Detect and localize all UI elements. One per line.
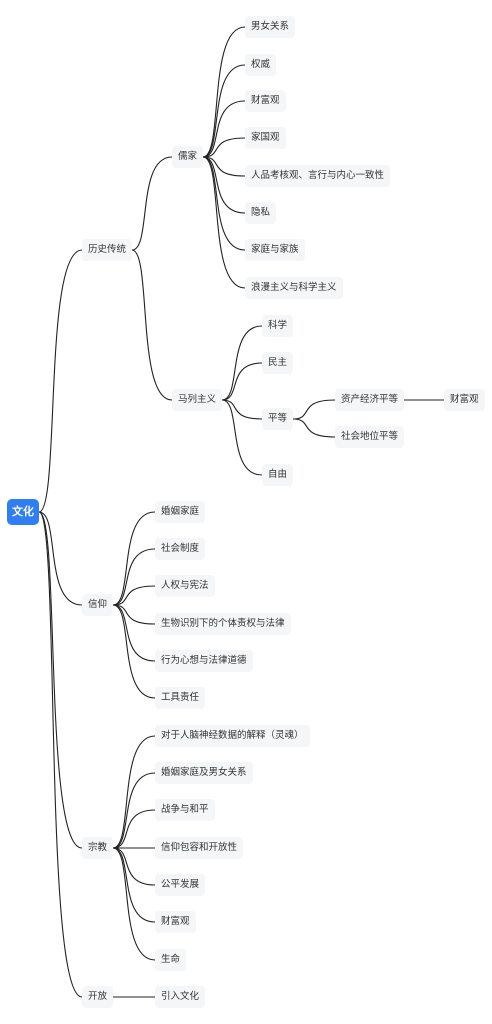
node-brain-data-interpretation[interactable]: 对于人脑神经数据的解释（灵魂） xyxy=(155,725,310,747)
node-asset-economic-equality[interactable]: 资产经济平等 xyxy=(335,389,405,411)
connector-line xyxy=(202,156,246,177)
node-marriage-family[interactable]: 婚姻家庭 xyxy=(155,501,206,523)
connector-line xyxy=(112,809,156,849)
node-wealth-view[interactable]: 财富观 xyxy=(245,90,286,112)
node-marxism-leninism[interactable]: 马列主义 xyxy=(172,389,223,411)
connector-line xyxy=(221,362,263,401)
connector-line xyxy=(38,511,83,606)
node-war-peace[interactable]: 战争与和平 xyxy=(155,799,215,821)
connector-line xyxy=(131,249,173,401)
connector-line xyxy=(38,511,83,849)
node-freedom[interactable]: 自由 xyxy=(262,464,294,486)
connector-line xyxy=(202,137,246,158)
node-behavior-thought-law-morality[interactable]: 行为心想与法律道德 xyxy=(155,650,253,672)
node-openness[interactable]: 开放 xyxy=(82,986,114,1008)
connector-line xyxy=(112,847,156,886)
node-authority[interactable]: 权威 xyxy=(245,54,277,76)
connector-line xyxy=(202,100,246,158)
node-religion[interactable]: 宗教 xyxy=(82,837,114,859)
node-wealth-view-3[interactable]: 财富观 xyxy=(155,911,196,933)
node-life[interactable]: 生命 xyxy=(155,949,187,971)
node-family-nation-view[interactable]: 家国观 xyxy=(245,127,286,149)
connector-line xyxy=(112,585,156,606)
connector-line xyxy=(202,64,246,158)
node-confucianism[interactable]: 儒家 xyxy=(172,146,204,168)
node-romanticism-scientism[interactable]: 浪漫主义与科学主义 xyxy=(245,277,343,299)
connector-line xyxy=(112,604,156,662)
node-privacy[interactable]: 隐私 xyxy=(245,202,277,224)
node-import-culture[interactable]: 引入文化 xyxy=(155,986,206,1008)
connector-line xyxy=(221,399,263,420)
root-node[interactable]: 文化 xyxy=(7,499,39,525)
connector-line xyxy=(131,156,173,251)
connector-line xyxy=(292,399,336,420)
connector-line xyxy=(112,511,156,606)
node-fair-development[interactable]: 公平发展 xyxy=(155,874,206,896)
connector-line xyxy=(38,249,83,513)
connector-line xyxy=(292,418,336,438)
connector-line xyxy=(112,604,156,699)
node-faith[interactable]: 信仰 xyxy=(82,594,114,616)
node-history-tradition[interactable]: 历史传统 xyxy=(82,239,133,261)
connector-line xyxy=(112,847,156,961)
connector-line xyxy=(112,548,156,606)
node-family-clan[interactable]: 家庭与家族 xyxy=(245,239,305,261)
connector-line xyxy=(202,156,246,251)
connector-line xyxy=(221,399,263,476)
node-social-system[interactable]: 社会制度 xyxy=(155,538,206,560)
connector-line xyxy=(202,156,246,289)
connector-line xyxy=(38,511,83,998)
connector-line xyxy=(112,735,156,849)
node-human-rights-constitution[interactable]: 人权与宪法 xyxy=(155,575,215,597)
node-equality[interactable]: 平等 xyxy=(262,408,294,430)
node-marriage-gender-relations[interactable]: 婚姻家庭及男女关系 xyxy=(155,762,253,784)
node-wealth-view-2[interactable]: 财富观 xyxy=(444,389,485,411)
node-democracy[interactable]: 民主 xyxy=(262,352,294,374)
node-character-assessment[interactable]: 人品考核观、言行与内心一致性 xyxy=(245,165,391,187)
connector-line xyxy=(202,26,246,158)
connector-line xyxy=(221,325,263,401)
node-tool-responsibility[interactable]: 工具责任 xyxy=(155,687,206,709)
node-faith-tolerance-openness[interactable]: 信仰包容和开放性 xyxy=(155,837,244,859)
node-science[interactable]: 科学 xyxy=(262,315,294,337)
connector-line xyxy=(112,604,156,625)
node-biometric-rights-law[interactable]: 生物识别下的个体责权与法律 xyxy=(155,613,291,635)
node-gender-relations[interactable]: 男女关系 xyxy=(245,16,296,38)
connector-line xyxy=(202,156,246,214)
node-social-status-equality[interactable]: 社会地位平等 xyxy=(335,426,405,448)
connector-line xyxy=(112,772,156,849)
